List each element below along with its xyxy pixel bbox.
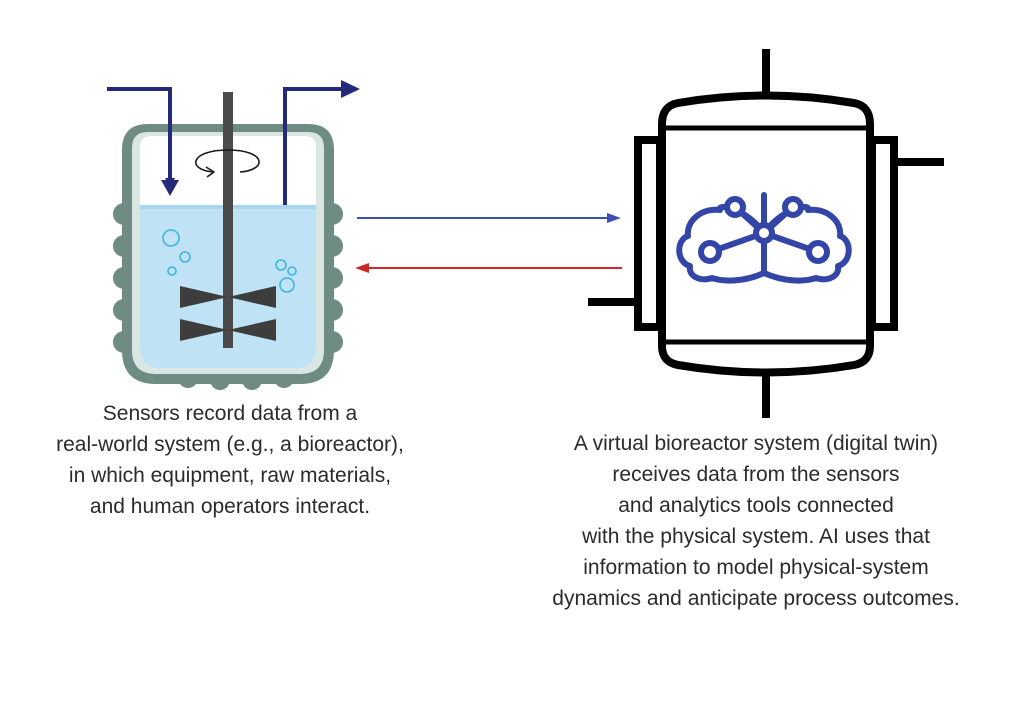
- outlet-pipe-arrow: [283, 87, 344, 205]
- digital-twin-caption: A virtual bioreactor system (digital twi…: [500, 428, 1012, 614]
- twin-caption-line: A virtual bioreactor system (digital twi…: [573, 432, 939, 455]
- inlet-pipe-arrow: [107, 87, 175, 188]
- digital-twin-vessel-icon: [588, 49, 944, 418]
- twin-caption-line: with the physical system. AI uses that: [582, 525, 930, 548]
- bubbles: [162, 229, 297, 293]
- physical-caption-line: in which equipment, raw materials,: [68, 464, 392, 487]
- impeller-blades: [180, 286, 276, 341]
- physical-system-caption: Sensors record data from a real-world sy…: [30, 398, 430, 522]
- physical-caption-line: Sensors record data from a: [102, 402, 358, 425]
- physical-caption-line: and human operators interact.: [89, 495, 371, 518]
- twin-caption-line: dynamics and anticipate process outcomes…: [552, 587, 960, 610]
- ai-brain-network-icon: [676, 192, 852, 284]
- twin-caption-line: information to model physical-system: [583, 556, 929, 579]
- data-flow-arrows: [355, 213, 622, 273]
- bioreactor-vessel-icon: [107, 80, 360, 390]
- rotation-arrow-icon: [195, 149, 260, 178]
- impeller-shaft: [223, 92, 233, 348]
- physical-caption-line: real-world system (e.g., a bioreactor),: [56, 433, 404, 456]
- twin-caption-line: receives data from the sensors: [612, 463, 900, 486]
- twin-caption-line: and analytics tools connected: [618, 494, 894, 517]
